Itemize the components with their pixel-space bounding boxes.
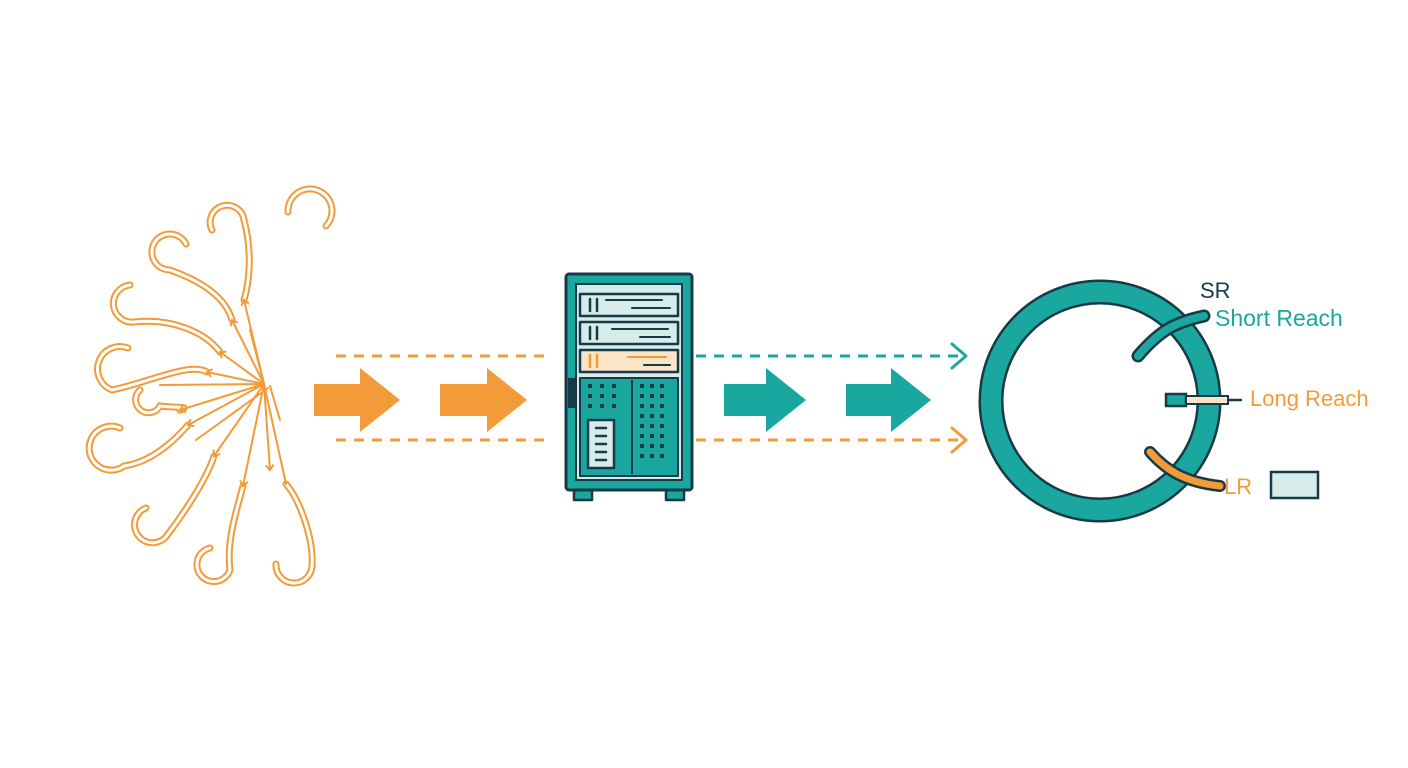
fiber-hook-icon — [109, 281, 224, 356]
arrowhead-icon — [950, 342, 968, 370]
fiber-hook-icon — [272, 480, 316, 587]
block-arrow-icon — [846, 368, 931, 432]
fiber-hook-icon — [193, 482, 247, 586]
fiber-hook-icon — [131, 452, 218, 547]
fiber-ring-icon — [978, 279, 1320, 523]
server-rack-icon — [564, 272, 694, 502]
drive-bay-2 — [578, 320, 680, 346]
drive-bay-1 — [578, 292, 680, 318]
long-reach-connector — [1164, 392, 1188, 408]
dashed-lines — [336, 354, 962, 442]
long-reach-label: Long Reach — [1250, 386, 1369, 411]
block-arrow-icon — [440, 368, 527, 432]
tangled-fiber-icon — [85, 185, 336, 587]
block-arrow-icon — [314, 368, 400, 432]
lr-module-box — [1269, 470, 1320, 500]
fiber-hook-icon — [148, 230, 236, 324]
block-arrow-icon — [724, 368, 806, 432]
short-reach-label: Short Reach — [1215, 305, 1343, 331]
arrowhead-icon — [950, 426, 968, 454]
lr-label: LR — [1224, 474, 1253, 499]
drive-bay-3 — [578, 348, 680, 374]
sr-label: SR — [1200, 278, 1231, 303]
fiber-hook-icon — [132, 386, 188, 417]
